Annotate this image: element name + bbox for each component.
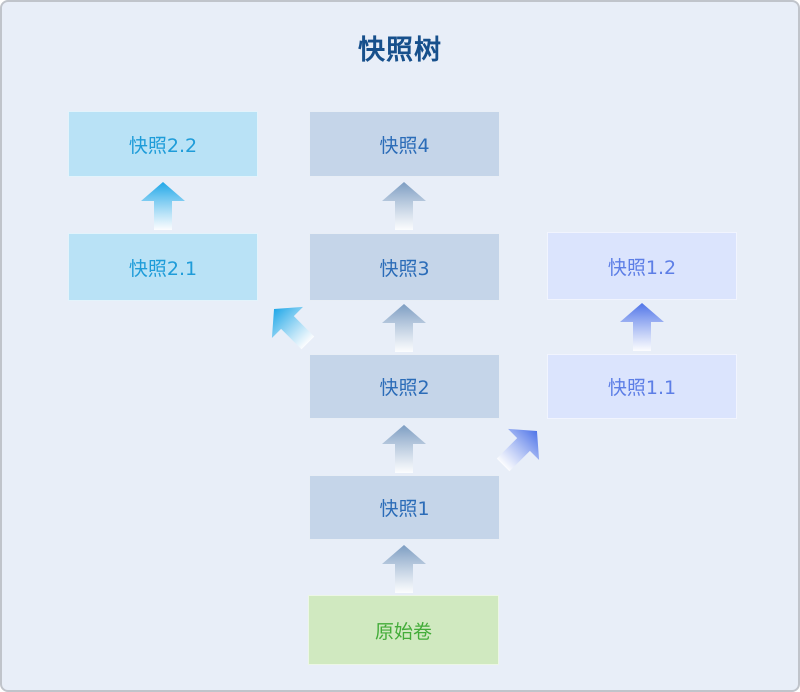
node-label: 快照3 — [379, 257, 430, 280]
node-snapshot-1: 快照1 — [309, 475, 500, 540]
node-label: 快照2 — [379, 377, 430, 399]
node-label: 快照2.1 — [128, 257, 198, 280]
arrow-up-icon-snap2-to-snap3 — [382, 304, 426, 352]
node-label: 快照1.1 — [607, 377, 677, 399]
node-snapshot-1-1: 快照1.1 — [547, 354, 737, 419]
node-label: 快照4 — [379, 134, 430, 157]
node-snapshot-4: 快照4 — [309, 111, 500, 177]
node-origin-volume: 原始卷 — [308, 595, 499, 665]
node-label: 快照2.2 — [128, 134, 198, 157]
arrow-up-icon-snap3-to-snap4 — [382, 182, 426, 230]
node-label: 快照1.2 — [607, 256, 677, 279]
arrow-up-left-icon-snap2-to-snap21 — [258, 293, 323, 358]
arrow-up-icon-snap21-to-snap22 — [141, 182, 185, 230]
arrow-up-icon-snap11-to-snap12 — [620, 303, 664, 351]
node-snapshot-2: 快照2 — [309, 354, 500, 419]
node-snapshot-2-1: 快照2.1 — [68, 233, 258, 301]
node-snapshot-2-2: 快照2.2 — [68, 111, 258, 177]
page-title: 快照树 — [358, 35, 442, 66]
arrow-up-right-icon-snap1-to-snap11 — [487, 415, 552, 480]
node-label: 原始卷 — [374, 620, 432, 643]
arrow-up-icon-snap1-to-snap2 — [382, 425, 426, 473]
node-label: 快照1 — [379, 498, 430, 520]
node-snapshot-1-2: 快照1.2 — [547, 232, 737, 300]
node-snapshot-3: 快照3 — [309, 233, 500, 301]
arrow-up-icon-origin-to-snap1 — [382, 545, 426, 593]
